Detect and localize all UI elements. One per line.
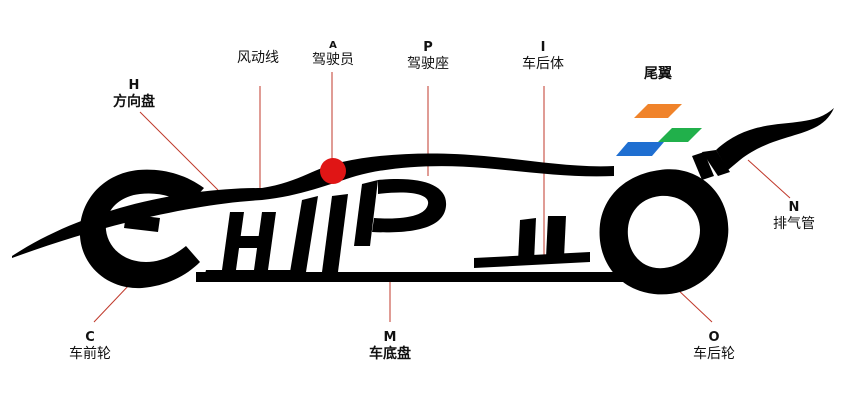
label-wind: 风动线 <box>237 50 279 67</box>
label-C-name: 车前轮 <box>69 345 111 362</box>
label-C: C 车前轮 <box>69 330 111 362</box>
label-I-code: I <box>540 40 546 55</box>
label-N-name: 排气管 <box>773 215 815 232</box>
label-I-name: 车后体 <box>522 55 564 72</box>
label-M-name: 车底盘 <box>369 345 411 362</box>
driver-head <box>320 158 346 184</box>
label-C-code: C <box>85 330 95 345</box>
wind-swoosh <box>12 153 614 258</box>
leader-O <box>675 287 713 323</box>
wing-blue-bar <box>616 142 664 156</box>
wing-orange-bar <box>634 104 682 118</box>
letter-T <box>474 216 590 268</box>
label-A-name: 驾驶员 <box>312 52 354 68</box>
label-M: M 车底盘 <box>369 330 411 362</box>
leader-N <box>747 159 791 199</box>
label-wing-name: 尾翼 <box>644 66 672 82</box>
label-wind-name: 风动线 <box>237 50 279 66</box>
leader-C <box>93 283 131 323</box>
label-O-name: 车后轮 <box>693 345 735 362</box>
wing-green-bar <box>658 128 702 142</box>
rear-wing <box>616 104 702 156</box>
label-N-code: N <box>788 200 800 215</box>
label-O-code: O <box>708 330 720 345</box>
letter-H <box>204 212 300 278</box>
chassis-line <box>196 272 638 282</box>
label-P-name: 驾驶座 <box>407 55 449 72</box>
leader-H <box>139 111 219 191</box>
exhaust-N <box>692 108 834 180</box>
label-N: N 排气管 <box>773 200 815 232</box>
label-I: I 车后体 <box>522 40 564 72</box>
label-H-name: 方向盘 <box>113 93 155 110</box>
front-wheel-inner <box>124 214 160 232</box>
label-M-code: M <box>383 330 397 345</box>
rear-wheel-O <box>599 169 729 295</box>
letter-P <box>354 179 447 246</box>
label-H: H 方向盘 <box>113 78 155 110</box>
label-O: O 车后轮 <box>693 330 735 362</box>
label-P-code: P <box>423 40 433 55</box>
front-wheel-C <box>79 169 204 289</box>
label-H-code: H <box>128 78 140 93</box>
label-A: A 驾驶员 <box>312 40 354 69</box>
label-wing: 尾翼 <box>644 66 672 83</box>
label-P: P 驾驶座 <box>407 40 449 72</box>
label-A-code: A <box>329 40 337 51</box>
